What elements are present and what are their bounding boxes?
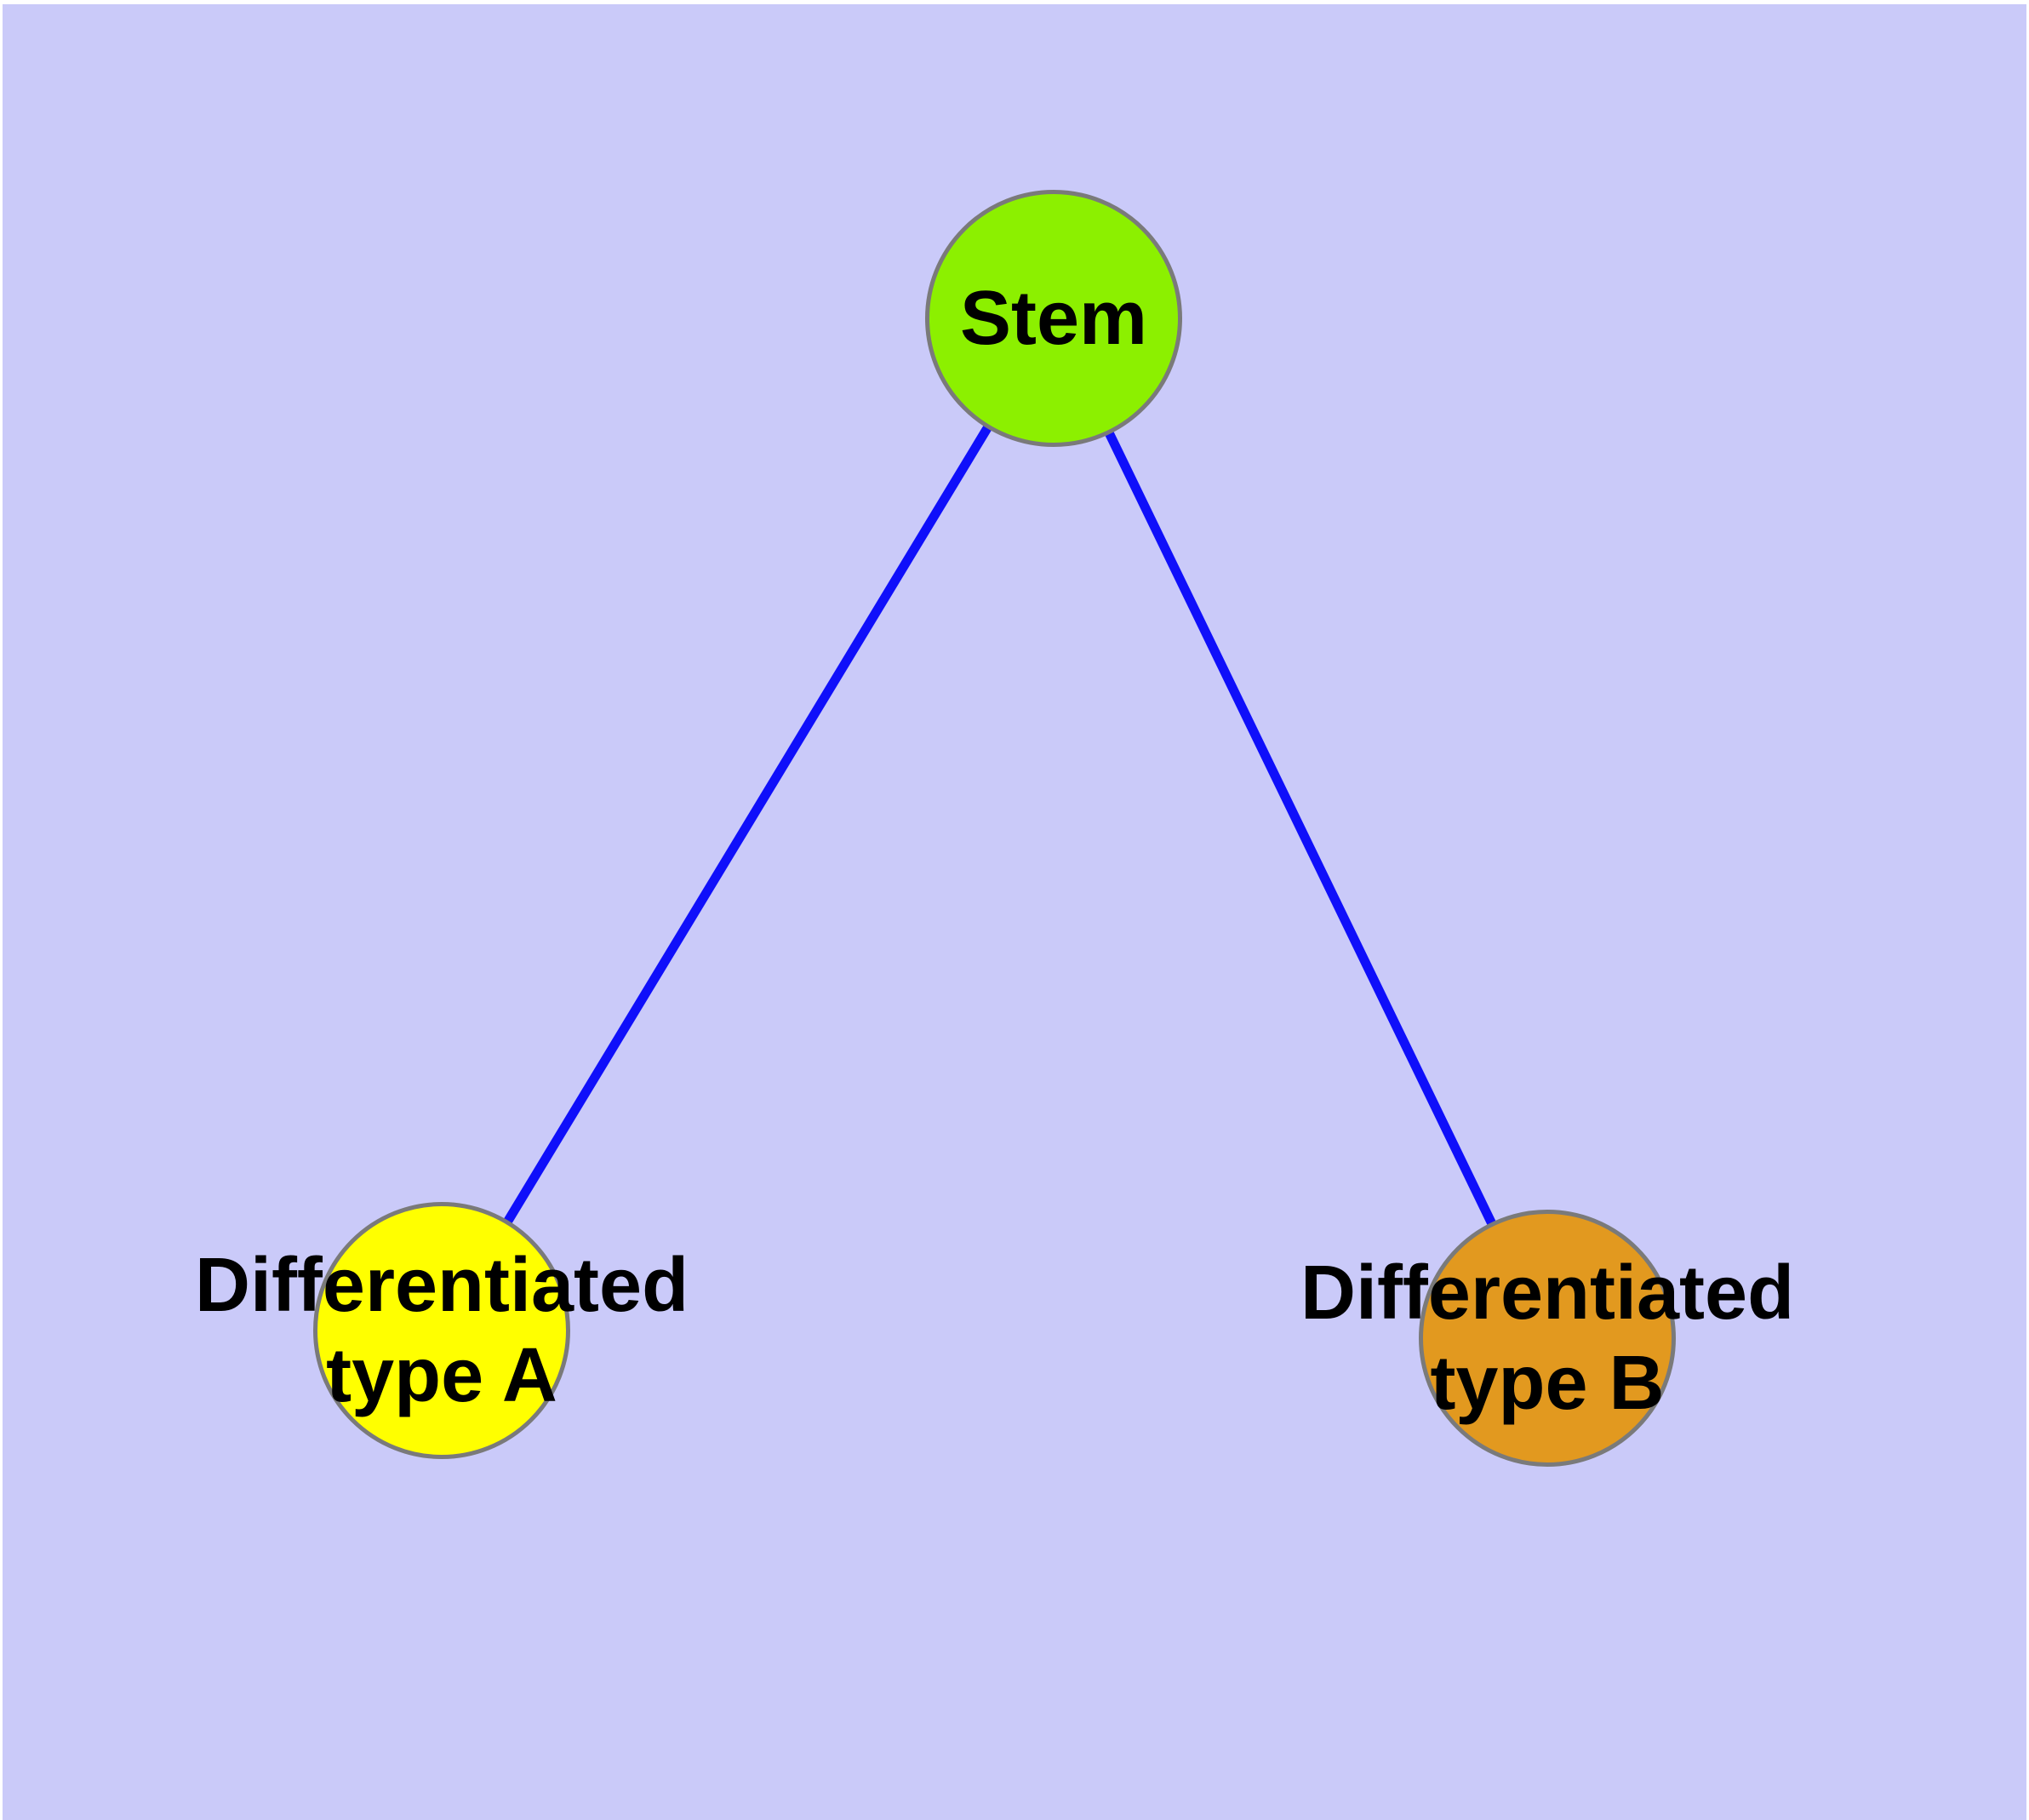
differentiated-type-a-node	[313, 1202, 570, 1459]
stem-node-label: Stem	[960, 273, 1147, 363]
type-b-label-line2: type B	[1430, 1341, 1665, 1426]
type-b-label-line1: Differentiated	[1300, 1251, 1795, 1336]
stem-label-text: Stem	[959, 276, 1148, 361]
edge-stem-to-type-b	[1049, 316, 1552, 1341]
stem-node	[925, 190, 1182, 447]
differentiated-type-b-node	[1419, 1210, 1676, 1467]
type-a-label-line1: Differentiated	[194, 1243, 689, 1328]
type-a-label-line2: type A	[326, 1333, 557, 1418]
edge-stem-to-type-a	[437, 316, 1058, 1333]
edges-layer	[437, 316, 1552, 1341]
type-b-node-label: Differentiated type B	[1300, 1248, 1794, 1428]
diagram-canvas: Stem Differentiated type A Differentiate…	[3, 4, 2026, 1820]
type-a-node-label: Differentiated type A	[195, 1240, 689, 1421]
